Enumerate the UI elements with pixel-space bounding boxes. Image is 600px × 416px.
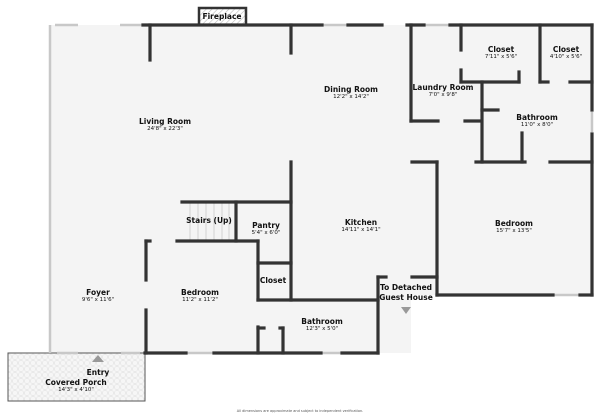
stairs-treads xyxy=(189,202,230,241)
room-name: Laundry Room xyxy=(412,83,474,92)
room-name: Bathroom xyxy=(516,113,558,122)
room-dimensions: 12'2" x 14'2" xyxy=(333,94,369,100)
room-dimensions: 24'8" x 22'3" xyxy=(147,126,183,132)
room-stairs: Stairs (Up) xyxy=(186,216,232,225)
fireplace-label: Fireplace xyxy=(202,12,242,21)
room-bedroom-small: Bedroom 11'2" x 11'2" xyxy=(181,288,219,304)
entry-arrow-icon xyxy=(92,355,104,362)
room-dimensions: 15'7" x 13'5" xyxy=(496,228,532,234)
room-pantry: Pantry 5'4" x 6'0" xyxy=(252,221,281,237)
room-foyer: Foyer 9'6" x 11'6" xyxy=(82,288,114,304)
room-name: Pantry xyxy=(252,221,280,230)
room-name: Bedroom xyxy=(495,219,533,228)
room-bathroom-1: Bathroom 11'0" x 8'0" xyxy=(516,113,558,129)
room-name: Living Room xyxy=(138,117,192,126)
room-name: Closet xyxy=(552,45,580,54)
room-dimensions: 11'0" x 8'0" xyxy=(520,122,554,128)
room-dimensions: 14'11" x 14'1" xyxy=(341,227,381,233)
disclaimer: All dimensions are approximate and subje… xyxy=(236,409,364,413)
room-dimensions: 4'10" x 5'6" xyxy=(549,54,583,60)
room-name: Dining Room xyxy=(324,85,378,94)
room-name: Covered Porch xyxy=(45,378,107,387)
room-name: Bedroom xyxy=(181,288,219,297)
room-closet-3: Closet xyxy=(259,276,287,285)
room-dimensions: 11'2" x 11'2" xyxy=(182,297,218,303)
covered-porch-area xyxy=(7,352,146,402)
room-laundry-room: Laundry Room 7'0" x 9'8" xyxy=(413,83,474,99)
room-dining-room: Dining Room 12'2" x 14'2" xyxy=(324,85,378,101)
room-dimensions: 7'11" x 5'6" xyxy=(484,54,518,60)
room-dimensions: 12'3" x 5'0" xyxy=(305,326,339,332)
room-closet-1: Closet 7'11" x 5'6" xyxy=(485,45,517,61)
guest-house-label: To Detached Guest House xyxy=(379,283,433,302)
room-name: Closet xyxy=(487,45,515,54)
windows xyxy=(48,23,594,355)
walls xyxy=(141,23,594,355)
floor-areas xyxy=(50,25,592,353)
room-closet-2: Closet 4'10" x 5'6" xyxy=(550,45,582,61)
room-dimensions: 5'4" x 6'0" xyxy=(251,230,281,236)
room-dimensions: 14'3" x 4'10" xyxy=(58,387,94,393)
room-bedroom-large: Bedroom 15'7" x 13'5" xyxy=(495,219,533,235)
room-name: Foyer xyxy=(86,288,110,297)
entry-label: Entry xyxy=(86,368,110,377)
room-kitchen: Kitchen 14'11" x 14'1" xyxy=(341,218,380,234)
room-bathroom-2: Bathroom 12'3" x 5'0" xyxy=(301,317,343,333)
room-covered-porch: Covered Porch 14'3" x 4'10" xyxy=(45,378,107,394)
room-name: Bathroom xyxy=(301,317,343,326)
room-name: Kitchen xyxy=(344,218,378,227)
room-living-room: Living Room 24'8" x 22'3" xyxy=(139,117,191,133)
guest-house-arrow-icon xyxy=(401,307,411,314)
room-dimensions: 7'0" x 9'8" xyxy=(428,92,458,98)
room-dimensions: 9'6" x 11'6" xyxy=(81,297,115,303)
